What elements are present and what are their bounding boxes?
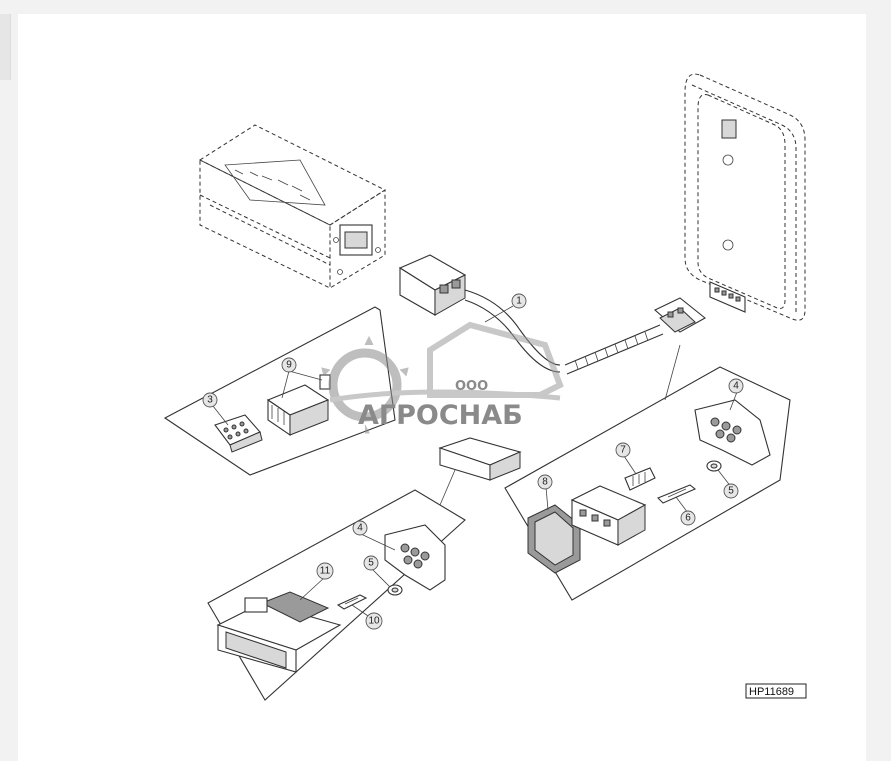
svg-text:5: 5 bbox=[368, 558, 374, 569]
connector-9 bbox=[266, 374, 331, 437]
callout-7: 7 bbox=[615, 442, 631, 458]
harness-connector bbox=[398, 254, 561, 373]
seal-5b bbox=[706, 460, 722, 472]
svg-text:7: 7 bbox=[620, 445, 626, 456]
callout-11: 11 bbox=[316, 562, 334, 580]
svg-text:4: 4 bbox=[357, 523, 363, 534]
callout-4-bottom: 4 bbox=[352, 520, 368, 536]
terminal-6 bbox=[657, 484, 697, 504]
callout-8: 8 bbox=[537, 474, 553, 490]
watermark-brand: АГРОСНАБ bbox=[358, 400, 523, 431]
corrugated-cable bbox=[564, 297, 706, 375]
lower-connector bbox=[438, 437, 522, 481]
inset-box-4-5-6-7-8 bbox=[504, 344, 791, 601]
callout-10: 10 bbox=[365, 612, 383, 630]
svg-text:9: 9 bbox=[286, 360, 292, 371]
lock-4b bbox=[694, 399, 771, 466]
callout-3: 3 bbox=[202, 392, 218, 408]
watermark-logo bbox=[321, 321, 564, 434]
svg-text:HP11689: HP11689 bbox=[749, 686, 794, 698]
callout-1: 1 bbox=[511, 293, 527, 309]
svg-text:11: 11 bbox=[320, 566, 331, 577]
watermark-prefix: ООО bbox=[455, 379, 488, 394]
svg-text:3: 3 bbox=[207, 395, 213, 406]
inset-box-3-9 bbox=[163, 306, 396, 476]
inset-box-4-5-10-11 bbox=[207, 469, 466, 701]
figure-ref-label: HP11689 bbox=[745, 683, 807, 699]
controller-unit bbox=[198, 124, 387, 289]
connector-body-11 bbox=[216, 591, 342, 673]
seal-5a bbox=[387, 584, 403, 596]
callout-4-right: 4 bbox=[728, 378, 744, 394]
svg-text:10: 10 bbox=[368, 616, 380, 627]
terminal-10 bbox=[336, 594, 368, 610]
svg-text:1: 1 bbox=[516, 296, 522, 307]
svg-text:5: 5 bbox=[728, 486, 734, 497]
connector-body-8 bbox=[570, 485, 647, 546]
svg-text:6: 6 bbox=[685, 513, 691, 524]
display-unit bbox=[684, 73, 806, 321]
connector-3 bbox=[214, 414, 263, 453]
seal-8 bbox=[527, 504, 581, 574]
lock-4a bbox=[384, 524, 446, 591]
callout-6: 6 bbox=[680, 510, 696, 526]
callout-5-bottom: 5 bbox=[363, 555, 379, 571]
side-panel-edge bbox=[0, 14, 11, 80]
callout-5-right: 5 bbox=[723, 483, 739, 499]
callout-9: 9 bbox=[281, 357, 297, 373]
svg-text:8: 8 bbox=[542, 477, 548, 488]
svg-text:4: 4 bbox=[733, 381, 739, 392]
plug-7 bbox=[624, 467, 656, 491]
